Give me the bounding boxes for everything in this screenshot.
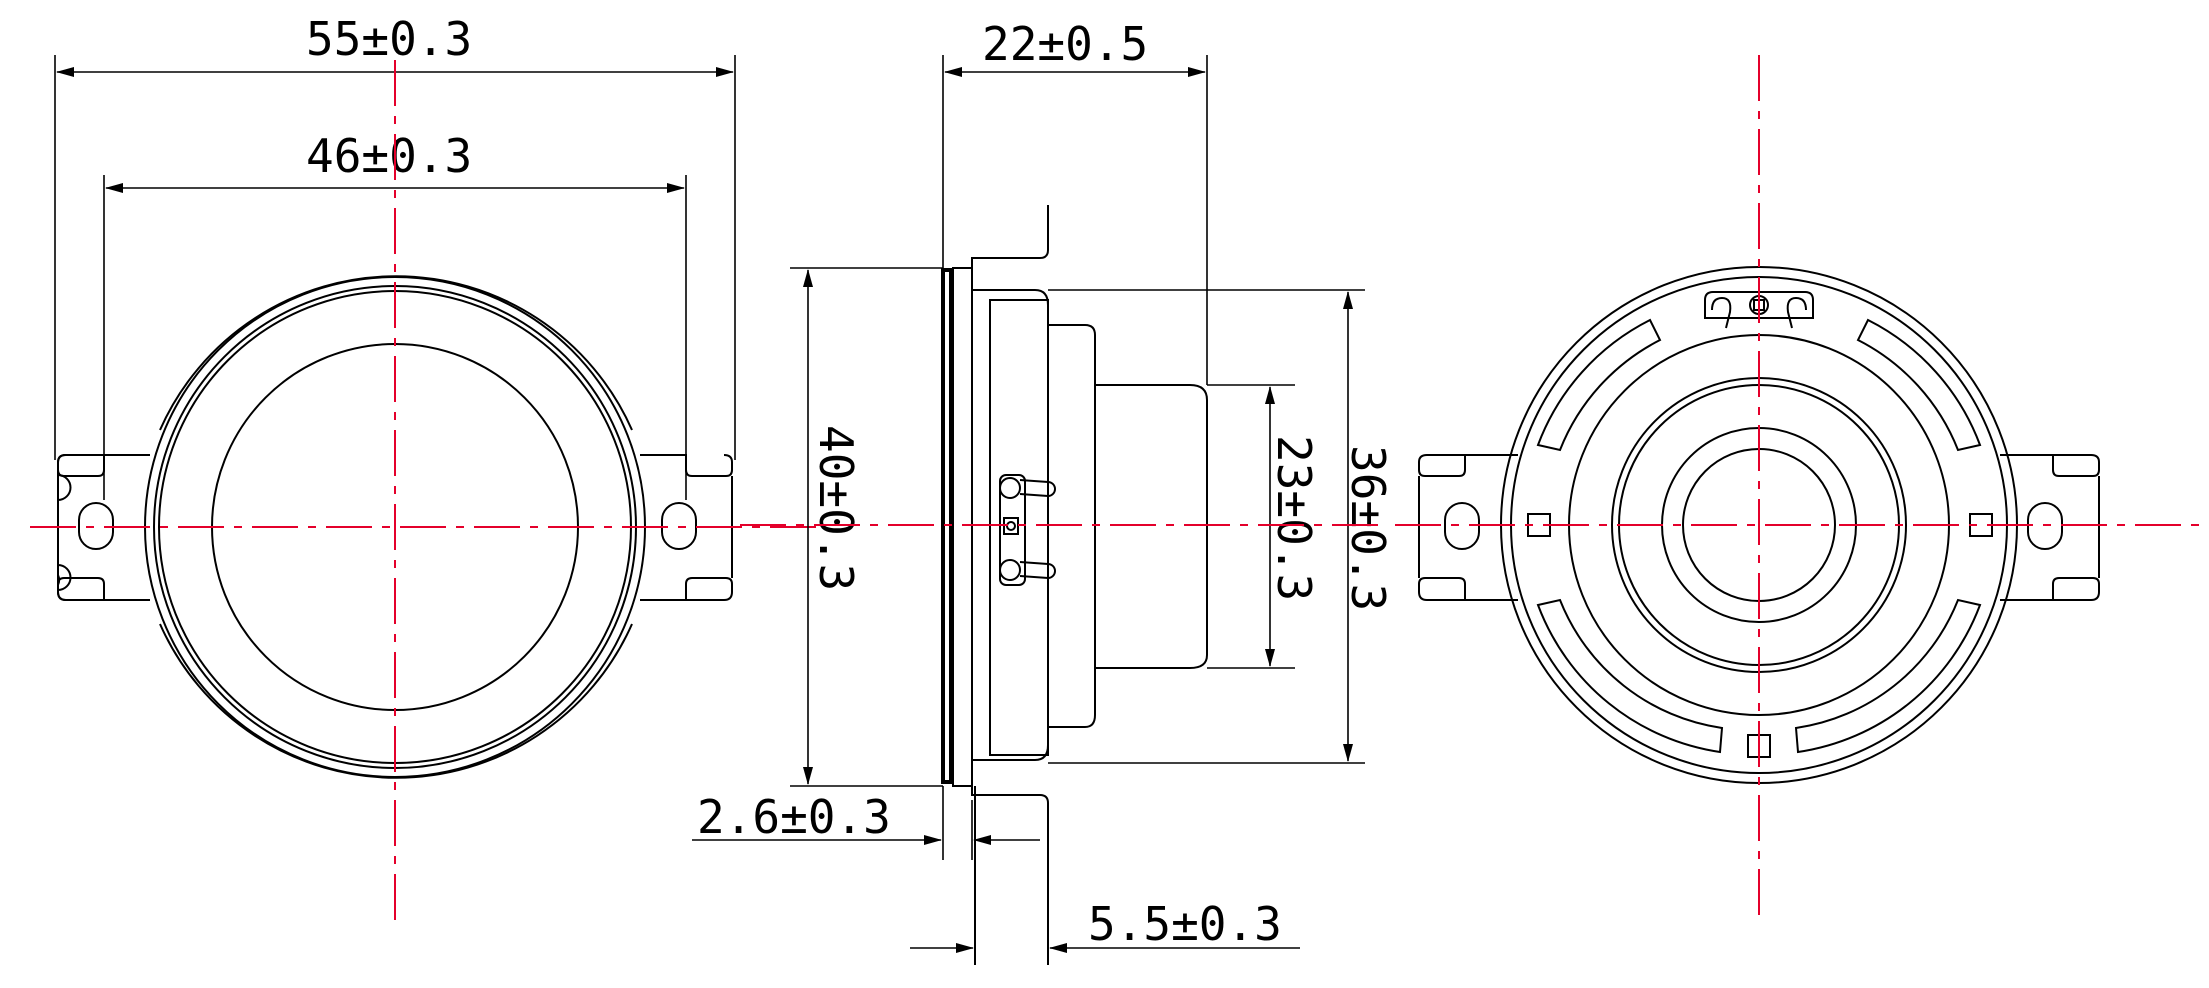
basket-window-left xyxy=(1536,318,1662,452)
basket-window-bottom-left xyxy=(1536,598,1724,754)
dim-hole-pitch: 46±0.3 xyxy=(306,129,472,183)
magnet xyxy=(1095,384,1208,669)
side-view: 22±0.5 40±0.3 23±0.3 36±0.3 2.6±0.3 5.5±… xyxy=(692,17,1395,965)
dim-flange-thickness: 2.6±0.3 xyxy=(697,790,891,844)
dim-outer-width: 55±0.3 xyxy=(306,12,472,66)
flange-plate xyxy=(952,267,973,787)
front-view: 55±0.3 46±0.3 xyxy=(30,12,820,920)
basket-window-right xyxy=(1856,318,1982,452)
basket-inner xyxy=(989,299,1049,756)
frame-lip-bottom xyxy=(159,623,633,779)
rear-view xyxy=(1395,55,2200,920)
frame-lip-top xyxy=(159,275,633,431)
rear-right-mount-ear xyxy=(2000,454,2100,601)
terminal-block xyxy=(999,474,1056,586)
dim-total-depth: 22±0.5 xyxy=(982,17,1148,71)
dim-terminal-offset: 5.5±0.3 xyxy=(1088,897,1282,951)
rear-left-mount-ear xyxy=(1418,454,1518,601)
basket-window-bottom-right xyxy=(1794,598,1982,754)
dim-frame-diameter: 40±0.3 xyxy=(809,425,863,591)
top-mount-tab xyxy=(971,205,1049,268)
dim-magnet-diameter: 23±0.3 xyxy=(1267,435,1321,601)
dim-basket-diameter: 36±0.3 xyxy=(1341,445,1395,611)
bottom-mount-tab xyxy=(971,786,1049,965)
